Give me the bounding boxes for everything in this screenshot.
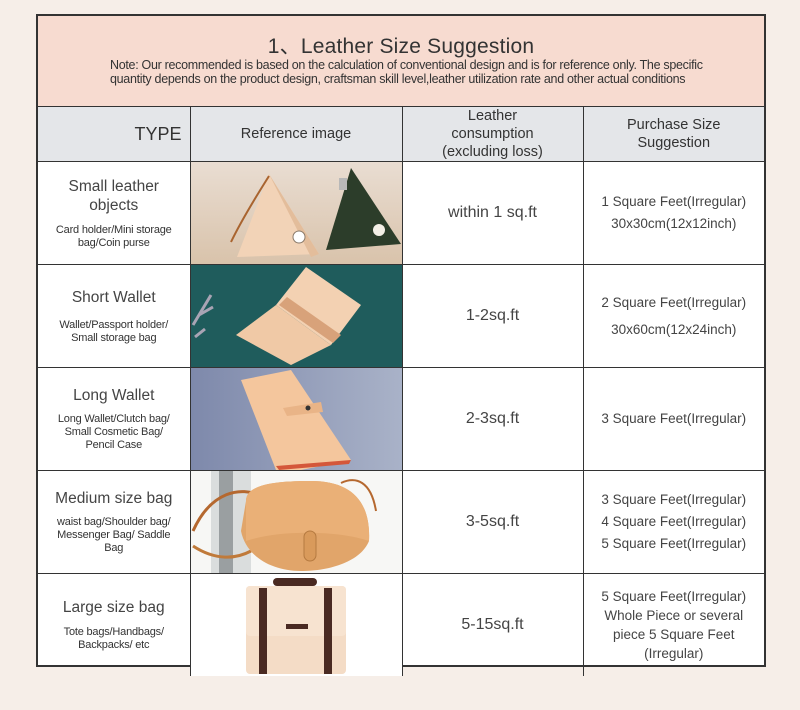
type-name: Small leather objects <box>68 177 159 214</box>
type-name: Short Wallet <box>71 288 156 306</box>
table-row: Large size bag Tote bags/Handbags/ Backp… <box>38 573 764 676</box>
type-cell: Small leather objects Card holder/Mini s… <box>38 161 191 265</box>
reference-image-cell <box>189 264 403 368</box>
type-examples: Long Wallet/Clutch bag/ Small Cosmetic B… <box>57 413 170 451</box>
title-band: 1、Leather Size Suggestion Note: Our reco… <box>38 16 764 107</box>
column-header-type: TYPE <box>38 107 191 162</box>
type-examples: Wallet/Passport holder/ Small storage ba… <box>59 318 169 344</box>
reference-image-cell <box>189 367 403 471</box>
consumption-cell: 1-2sq.ft <box>401 264 584 368</box>
satchel-briefcase-image <box>191 574 401 676</box>
purchase-line: 30x60cm(12x24inch) <box>611 322 737 337</box>
table-row: Small leather objects Card holder/Mini s… <box>38 161 764 265</box>
table-row: Medium size bag waist bag/Shoulder bag/ … <box>38 470 764 574</box>
purchase-line: 2 Square Feet(Irregular) <box>601 295 747 310</box>
column-header-consumption: Leather consumption (excluding loss) <box>401 107 584 162</box>
long-wallet-image <box>191 368 401 470</box>
consumption-cell: 5-15sq.ft <box>401 573 584 676</box>
column-header-consumption-label: Leather consumption (excluding loss) <box>442 108 543 160</box>
table-row: Long Wallet Long Wallet/Clutch bag/ Smal… <box>38 367 764 471</box>
type-name: Long Wallet <box>73 387 155 404</box>
triangle-coin-purses-image <box>191 162 401 264</box>
reference-image-cell <box>189 573 403 676</box>
type-cell: Large size bag Tote bags/Handbags/ Backp… <box>38 573 191 676</box>
purchase-line: (Irregular) <box>644 646 704 661</box>
table-row: Short Wallet Wallet/Passport holder/ Sma… <box>38 264 764 368</box>
column-header-purchase-label: Purchase Size Suggestion <box>627 117 721 151</box>
purchase-cell: 5 Square Feet(Irregular) Whole Piece or … <box>582 573 764 676</box>
purchase-line: 3 Square Feet(Irregular) <box>601 492 747 507</box>
page-title: 1、Leather Size Suggestion <box>267 35 535 58</box>
type-examples: waist bag/Shoulder bag/ Messenger Bag/ S… <box>57 516 171 554</box>
reference-image-cell <box>189 470 403 574</box>
note-text: Note: Our recommended is based on the ca… <box>110 58 703 86</box>
purchase-line: 4 Square Feet(Irregular) <box>601 514 747 529</box>
saddle-bag-image <box>191 471 401 573</box>
type-cell: Medium size bag waist bag/Shoulder bag/ … <box>38 470 191 574</box>
purchase-cell: 2 Square Feet(Irregular) 30x60cm(12x24in… <box>582 264 764 368</box>
consumption-cell: 3-5sq.ft <box>401 470 584 574</box>
bifold-card-wallet-image <box>191 265 401 367</box>
purchase-line: 5 Square Feet(Irregular) <box>601 536 747 551</box>
consumption-cell: 2-3sq.ft <box>401 367 584 471</box>
reference-image-cell <box>189 161 403 265</box>
purchase-cell: 3 Square Feet(Irregular) <box>582 367 764 471</box>
purchase-line: 1 Square Feet(Irregular) <box>601 194 747 209</box>
purchase-line: piece 5 Square Feet <box>612 627 735 642</box>
type-examples: Tote bags/Handbags/ Backpacks/ etc <box>63 626 164 651</box>
purchase-cell: 1 Square Feet(Irregular) 30x30cm(12x12in… <box>582 161 764 265</box>
purchase-line: 5 Square Feet(Irregular) <box>601 589 747 604</box>
leather-size-table-frame: 1、Leather Size Suggestion Note: Our reco… <box>36 14 766 676</box>
purchase-line: 30x30cm(12x12inch) <box>611 216 737 231</box>
purchase-line: 3 Square Feet(Irregular) <box>601 411 747 426</box>
type-cell: Short Wallet Wallet/Passport holder/ Sma… <box>38 264 191 368</box>
size-suggestion-table: TYPE Reference image Leather consumption… <box>38 107 764 676</box>
purchase-cell: 3 Square Feet(Irregular) 4 Square Feet(I… <box>582 470 764 574</box>
purchase-line: Whole Piece or several <box>604 608 744 623</box>
type-examples: Card holder/Mini storage bag/Coin purse <box>55 223 172 249</box>
table-header-row: TYPE Reference image Leather consumption… <box>38 107 764 162</box>
type-name: Large size bag <box>62 599 165 616</box>
column-header-reference-image: Reference image <box>189 107 403 162</box>
column-header-purchase: Purchase Size Suggestion <box>582 107 764 162</box>
type-name: Medium size bag <box>55 490 173 507</box>
type-cell: Long Wallet Long Wallet/Clutch bag/ Smal… <box>38 367 191 471</box>
consumption-cell: within 1 sq.ft <box>401 161 584 265</box>
